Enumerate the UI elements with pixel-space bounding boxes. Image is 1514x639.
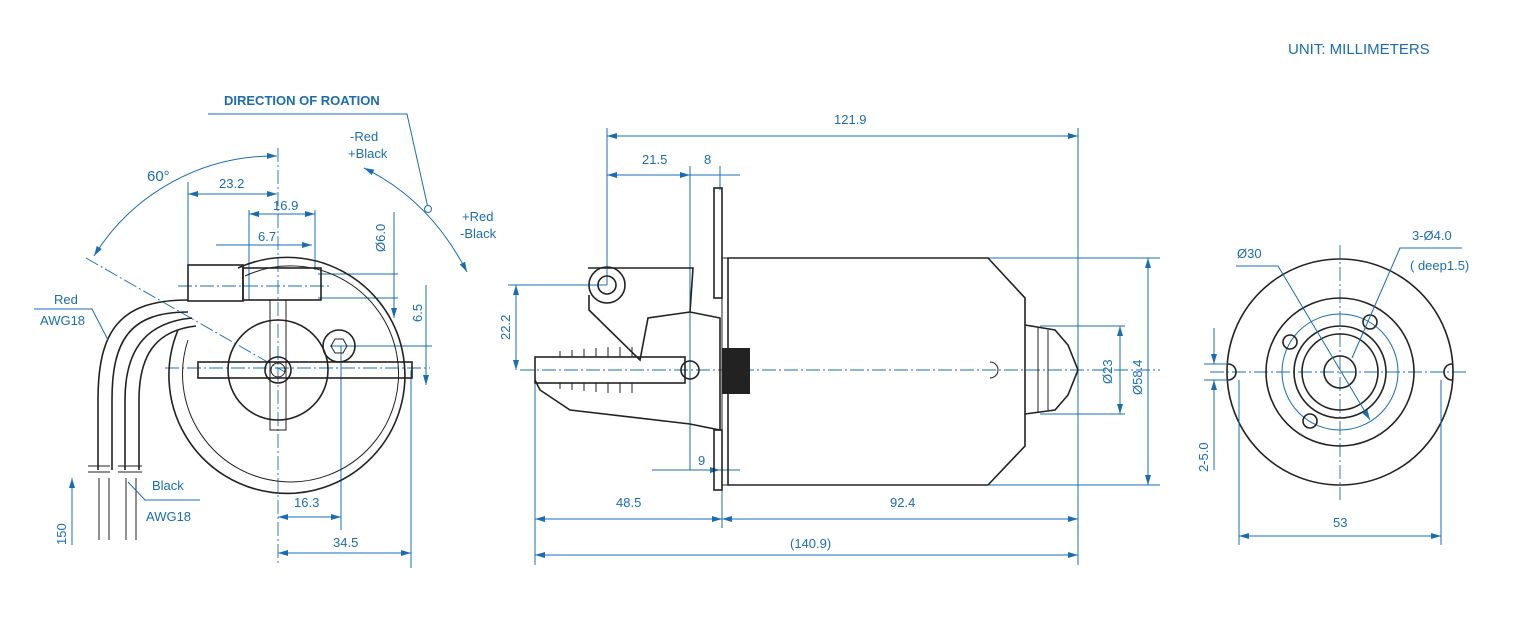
dim-23-2: 23.2 [219,176,244,191]
ccw-red-label: -Red [350,129,378,144]
dim-dia-58-4: Ø58.4 [1130,360,1145,395]
dim-16-3: 16.3 [294,495,319,510]
dim-dia-6: Ø6.0 [373,224,388,252]
wire-red-gauge: AWG18 [40,313,85,328]
wire-black-label: Black [152,478,184,493]
cw-red-label: +Red [462,209,493,224]
dim-hole-depth: ( deep1.5) [1410,258,1469,273]
ccw-black-label: +Black [348,146,388,161]
dim-6-5: 6.5 [410,304,425,322]
unit-label: UNIT: MILLIMETERS [1288,41,1430,58]
dim-48-5: 48.5 [616,495,641,510]
front-view: Ø30 3-Ø4.0 ( deep1.5) 2-5.0 53 [1196,228,1469,545]
dim-92-4: 92.4 [890,495,915,510]
dim-dia-23: Ø23 [1100,359,1115,384]
dim-16-9: 16.9 [273,198,298,213]
dim-22-2: 22.2 [498,315,513,340]
dim-140-9: (140.9) [790,536,831,551]
dim-dia-30: Ø30 [1237,246,1262,261]
dim-6-7: 6.7 [258,229,276,244]
left-view: DIRECTION OF ROATION -Red +Black +Red -B… [34,93,497,568]
dim-34-5: 34.5 [333,535,358,550]
dim-121-9: 121.9 [834,112,867,127]
dim-53: 53 [1333,515,1347,530]
dim-150: 150 [54,523,69,545]
dim-holes: 3-Ø4.0 [1412,228,1452,243]
angle-label: 60° [147,168,170,185]
side-view: 121.9 21.5 8 22.2 9 48.5 92.4 (140.9) Ø2… [498,112,1160,565]
wire-black-gauge: AWG18 [146,509,191,524]
cw-black-label: -Black [460,226,497,241]
dim-9: 9 [698,453,705,468]
dim-slot: 2-5.0 [1196,442,1211,472]
wire-red-label: Red [54,292,78,307]
dim-21-5: 21.5 [642,152,667,167]
dim-8: 8 [704,152,711,167]
direction-label: DIRECTION OF ROATION [224,93,380,108]
